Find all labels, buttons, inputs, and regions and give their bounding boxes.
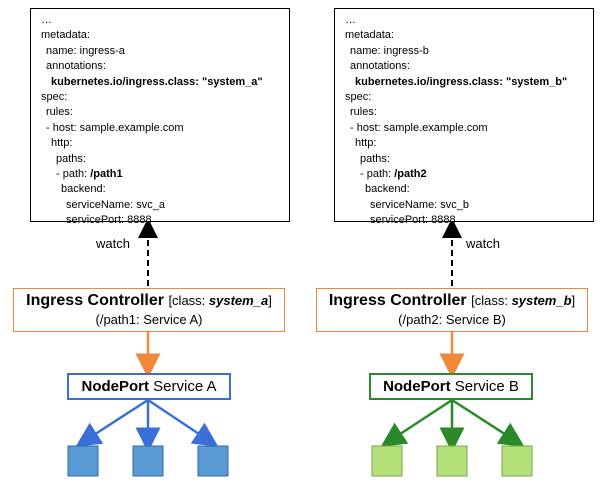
- yaml-line: servicePort: 8888: [370, 214, 456, 227]
- pod-b-2: [436, 445, 468, 477]
- service-type: NodePort: [383, 378, 451, 395]
- controller-title: Ingress Controller [class: system_a]: [14, 292, 284, 310]
- yaml-key: - path:: [360, 168, 395, 181]
- yaml-line: paths:: [56, 152, 86, 165]
- service-name: Service A: [148, 378, 217, 395]
- yaml-line: - path: /path1: [41, 167, 289, 182]
- yaml-line: backend:: [61, 183, 106, 196]
- yaml-line: spec:: [41, 91, 68, 104]
- yaml-line: rules:: [350, 106, 377, 119]
- class-prefix: [class:: [471, 293, 512, 308]
- yaml-path-value: /path1: [90, 168, 123, 181]
- controller-title: Ingress Controller [class: system_b]: [317, 292, 587, 310]
- yaml-line: - host: sample.example.com: [46, 121, 184, 134]
- yaml-line: - host: sample.example.com: [350, 121, 488, 134]
- yaml-path-value: /path2: [394, 168, 427, 181]
- ingress-a-yaml-box: … metadata: name: ingress-a annotations: kub…: [30, 8, 290, 226]
- controller-route: (/path1: Service A): [95, 312, 203, 327]
- yaml-line: metadata:: [345, 29, 394, 42]
- service-to-pod-arrow: [451, 398, 525, 447]
- yaml-line: kubernetes.io/ingress.class: "system_b": [355, 75, 568, 88]
- yaml-line: http:: [355, 137, 377, 150]
- watch-label-a: watch: [96, 236, 130, 251]
- yaml-line: annotations:: [350, 60, 410, 73]
- controller-class: [class: system_a]: [168, 293, 271, 308]
- nodeport-service-b: NodePort Service B: [369, 373, 533, 400]
- controller-name: Ingress Controller: [26, 292, 164, 309]
- nodeport-service-a: NodePort Service A: [67, 373, 231, 400]
- yaml-line: servicePort: 8888: [66, 214, 152, 227]
- yaml-line: paths:: [360, 152, 390, 165]
- ingress-controller-a: Ingress Controller [class: system_a] (/p…: [13, 288, 285, 332]
- ingress-b-yaml-box: … metadata: name: ingress-b annotations: kub…: [334, 8, 594, 226]
- yaml-line: rules:: [46, 106, 73, 119]
- yaml-line: spec:: [345, 91, 372, 104]
- service-to-pod-arrow: [75, 398, 149, 447]
- watch-label-b: watch: [466, 236, 500, 251]
- pod-b-1: [371, 445, 403, 477]
- yaml-line: …: [41, 14, 52, 26]
- class-suffix: ]: [571, 293, 576, 308]
- service-to-pod-arrow: [147, 398, 219, 447]
- class-value: system_b: [511, 293, 572, 308]
- ingress-controller-b: Ingress Controller [class: system_b] (/p…: [316, 288, 588, 332]
- pod-b-3: [501, 445, 533, 477]
- service-name: Service B: [450, 378, 519, 395]
- yaml-line: name: ingress-b: [350, 44, 429, 57]
- class-value: system_a: [208, 293, 269, 308]
- service-type: NodePort: [81, 378, 149, 395]
- controller-name: Ingress Controller: [328, 292, 467, 309]
- yaml-key: - path:: [56, 168, 91, 181]
- class-suffix: ]: [268, 293, 272, 308]
- yaml-line: name: ingress-a: [46, 44, 125, 57]
- yaml-line: http:: [51, 137, 73, 150]
- yaml-line: annotations:: [46, 60, 106, 73]
- yaml-line: - path: /path2: [345, 167, 593, 182]
- yaml-line: serviceName: svc_b: [370, 198, 470, 211]
- controller-class: [class: system_b]: [471, 293, 575, 308]
- yaml-line: serviceName: svc_a: [66, 198, 166, 211]
- pod-a-1: [67, 445, 99, 477]
- pod-a-2: [132, 445, 164, 477]
- controller-route: (/path2: Service B): [398, 312, 506, 327]
- pod-a-3: [197, 445, 229, 477]
- class-prefix: [class:: [168, 293, 209, 308]
- yaml-line: kubernetes.io/ingress.class: "system_a": [51, 75, 263, 88]
- yaml-line: backend:: [365, 183, 410, 196]
- service-to-pod-arrow: [380, 398, 453, 447]
- yaml-line: metadata:: [41, 29, 90, 42]
- yaml-line: …: [345, 14, 356, 26]
